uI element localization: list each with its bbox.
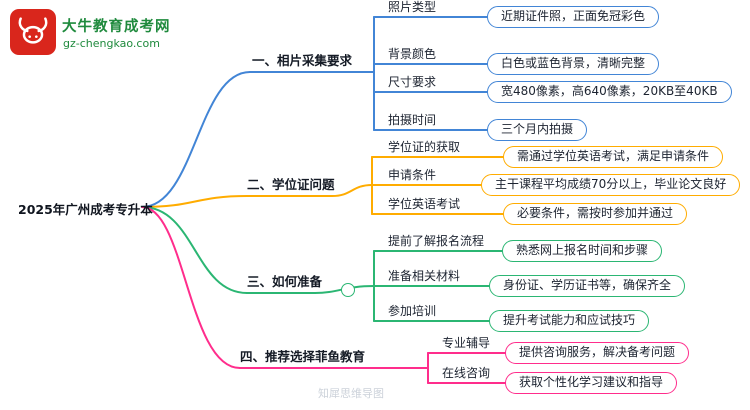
- subtopic-background-color: 背景颜色: [388, 47, 437, 61]
- subtopic-size-requirement: 尺寸要求: [388, 75, 437, 89]
- detail-prepare-materials: 身份证、学历证书等，确保齐全: [489, 275, 686, 297]
- subtopic-online-consult: 在线咨询: [442, 366, 491, 380]
- collapse-toggle-button[interactable]: [341, 283, 355, 297]
- detail-degree-obtain: 需通过学位英语考试，满足申请条件: [503, 146, 724, 168]
- root-topic: 2025年广州成考专升本: [18, 202, 153, 217]
- site-logo: [10, 9, 56, 55]
- detail-size-requirement: 宽480像素，高640像素，20KB至40KB: [487, 81, 732, 103]
- branch1-connector-blue: [141, 16, 488, 208]
- branch3-connector-green: [141, 206, 503, 322]
- subtopic-apply-conditions: 申请条件: [388, 168, 437, 182]
- detail-know-process: 熟悉网上报名时间和步骤: [502, 240, 663, 262]
- branch-photo-requirements: 一、相片采集要求: [252, 53, 353, 68]
- branch2-connector-yellow: [141, 156, 504, 215]
- subtopic-know-process: 提前了解报名流程: [388, 234, 485, 248]
- bull-icon: [14, 11, 52, 53]
- detail-pro-tutoring: 提供咨询服务，解决备考问题: [505, 342, 690, 364]
- subtopic-pro-tutoring: 专业辅导: [442, 336, 491, 350]
- subtopic-degree-obtain: 学位证的获取: [388, 140, 461, 154]
- branch-how-to-prepare: 三、如何准备: [247, 274, 323, 289]
- watermark-text: 知犀思维导图: [318, 387, 384, 400]
- branch-degree-certificate: 二、学位证问题: [247, 177, 335, 192]
- logo-domain-text: gz-chengkao.com: [63, 37, 160, 50]
- detail-join-training: 提升考试能力和应试技巧: [489, 310, 650, 332]
- subtopic-photo-type: 照片类型: [388, 0, 437, 14]
- detail-degree-english-exam: 必要条件，需按时参加并通过: [503, 203, 688, 225]
- detail-photo-type: 近期证件照，正面免冠彩色: [487, 6, 660, 28]
- subtopic-degree-english-exam: 学位英语考试: [388, 197, 461, 211]
- detail-background-color: 白色或蓝色背景，清晰完整: [487, 53, 660, 75]
- detail-apply-conditions: 主干课程平均成绩70分以上，毕业论文良好: [481, 174, 741, 196]
- subtopic-join-training: 参加培训: [388, 304, 437, 318]
- subtopic-shoot-time: 拍摄时间: [388, 113, 437, 127]
- branch4-connector-pink: [141, 206, 506, 384]
- detail-shoot-time: 三个月内拍摄: [487, 119, 588, 141]
- subtopic-prepare-materials: 准备相关材料: [388, 269, 461, 283]
- branch-recommendation: 四、推荐选择菲鱼教育: [240, 349, 366, 364]
- logo-brand-text: 大牛教育成考网: [62, 19, 171, 35]
- detail-online-consult: 获取个性化学习建议和指导: [505, 372, 678, 394]
